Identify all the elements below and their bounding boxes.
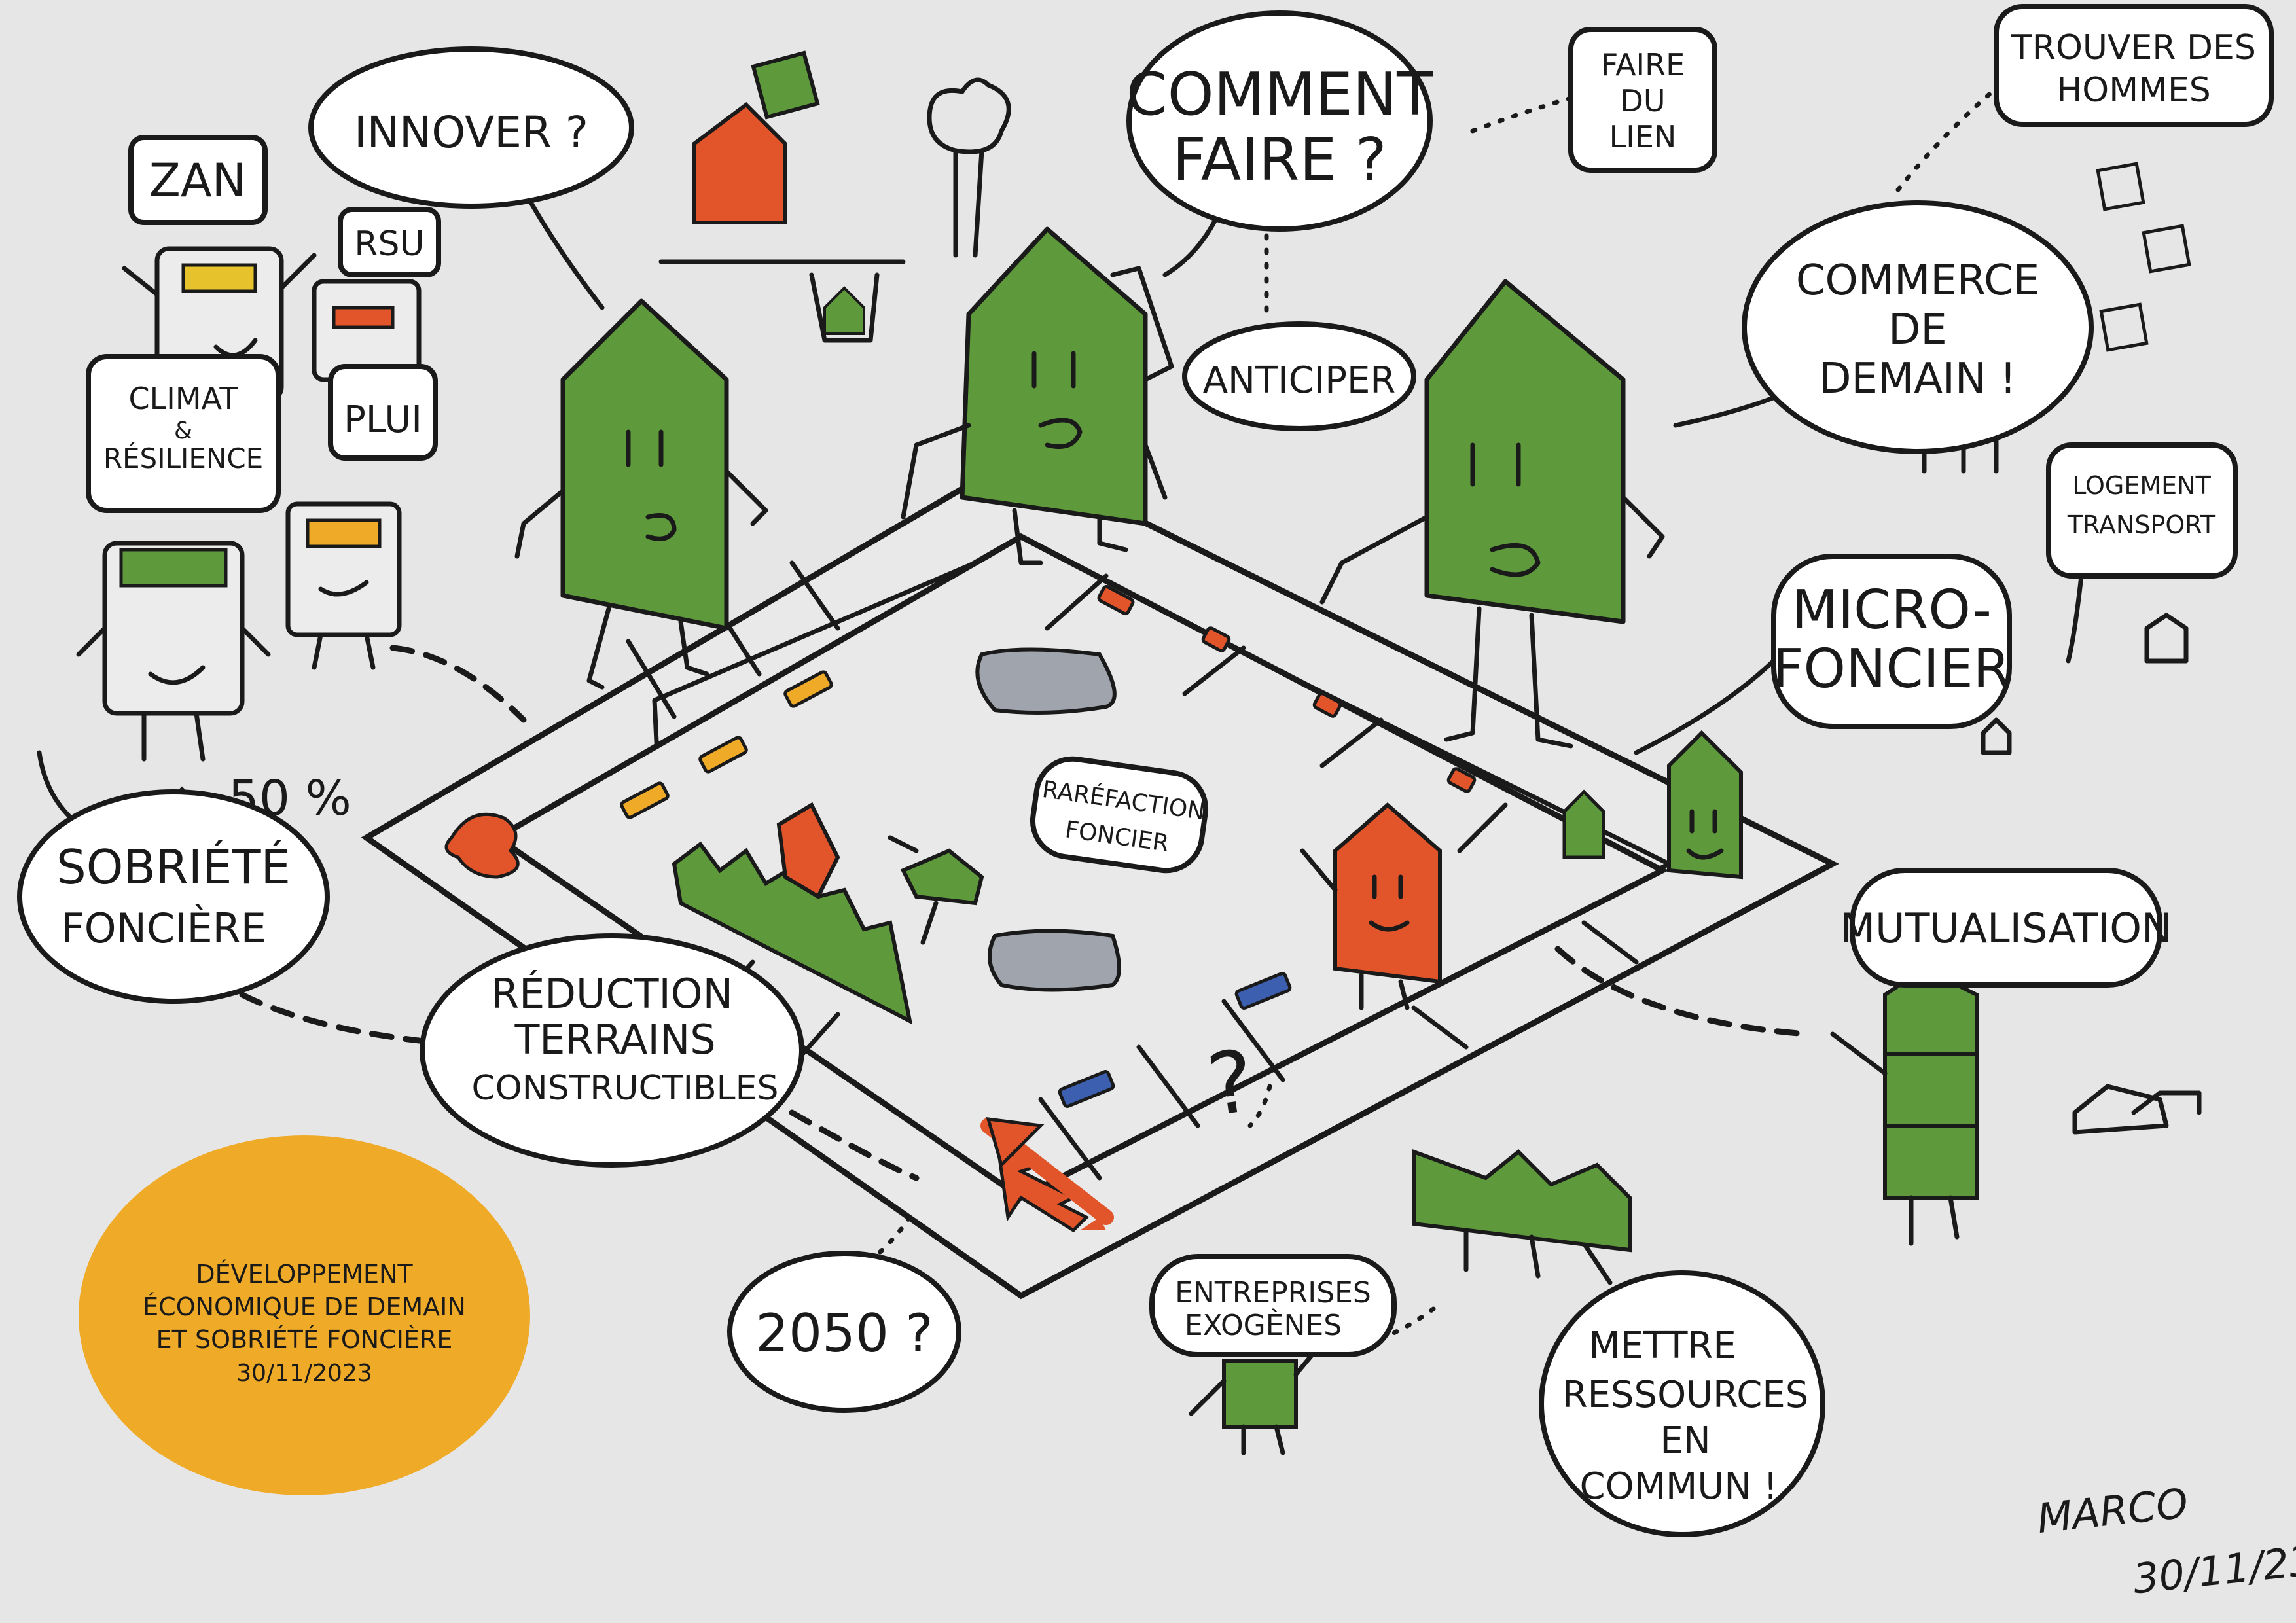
label-zan: ZAN — [149, 154, 246, 207]
sign-zan — [128, 135, 268, 225]
mutualisation-tower — [1830, 966, 2202, 1246]
badge-line-3: ET SOBRIÉTÉ FONCIÈRE — [156, 1325, 453, 1354]
label-innover: INNOVER ? — [354, 107, 588, 158]
green-house-board-small — [1562, 730, 1743, 880]
green-house-rarefaction — [888, 835, 984, 945]
plui-character — [285, 501, 402, 670]
label-micro-2: FONCIER — [1772, 638, 2010, 700]
label-trouver-1: TROUVER DES — [2011, 28, 2256, 67]
bubble-innover — [308, 46, 634, 209]
bubble-2050 — [727, 1251, 961, 1413]
label-commerce-2: DE — [1888, 306, 1947, 354]
grey-token-top — [975, 647, 1117, 715]
box-faire-du-lien — [1568, 27, 1717, 173]
label-logement-1: LOGEMENT — [2072, 471, 2211, 500]
sign-plui — [328, 364, 438, 461]
green-houses-row — [672, 802, 913, 1025]
title-badge — [79, 1135, 530, 1495]
bubble-reduction-terrains — [420, 933, 804, 1168]
signature-date: 30/11/23 — [2130, 1537, 2296, 1603]
label-logement-2: TRANSPORT — [2067, 510, 2216, 539]
bubble-rarefaction — [1030, 756, 1209, 874]
bubble-comment-faire — [1126, 10, 1433, 232]
label-climat-3: RÉSILIENCE — [103, 442, 263, 474]
bubble-commerce-de-demain — [1742, 200, 2094, 454]
bubble-micro-foncier — [1771, 554, 2012, 729]
label-2050: 2050 ? — [755, 1303, 933, 1364]
bubble-mettre-ressources — [1539, 1270, 1825, 1537]
bubble-anticiper — [1182, 321, 1416, 431]
label-mettre-3: EN — [1660, 1419, 1710, 1462]
sign-climat-resilience — [86, 354, 281, 513]
red-house-board — [1300, 802, 1442, 1010]
label-faire-du-lien-2: DU — [1620, 83, 1665, 118]
label-mettre-2: RESSOURCES — [1562, 1374, 1809, 1416]
label-comment-faire-1: COMMENT — [1126, 60, 1433, 129]
crown-block — [1412, 1149, 1632, 1279]
badge-line-4: 30/11/2023 — [236, 1360, 372, 1387]
label-commerce-1: COMMERCE — [1796, 257, 2039, 305]
label-faire-du-lien-3: LIEN — [1609, 119, 1677, 154]
green-house-center — [901, 226, 1174, 565]
property-strips — [620, 584, 1477, 1108]
badge-line-1: DÉVELOPPEMENT — [196, 1260, 413, 1289]
red-pawn-icon — [444, 812, 520, 879]
label-climat-2: & — [174, 418, 192, 444]
label-mutualisation: MUTUALISATION — [1840, 904, 2172, 952]
label-reduction-1: RÉDUCTION — [491, 970, 733, 1018]
entreprises-cube — [1189, 1332, 1331, 1455]
label-commerce-3: DEMAIN ! — [1819, 355, 2016, 403]
top-vignette — [658, 50, 1011, 343]
board-dividers — [626, 560, 1639, 1181]
box-logement-transport — [2046, 442, 2238, 579]
red-arrow-icon — [980, 1117, 1114, 1233]
label-trouver-2: HOMMES — [2056, 71, 2211, 110]
label-faire-du-lien-1: FAIRE — [1601, 47, 1685, 82]
sign-rsu — [338, 207, 441, 277]
label-climat-1: CLIMAT — [129, 381, 239, 416]
label-comment-faire-2: FAIRE ? — [1172, 126, 1386, 194]
label-micro-1: MICRO- — [1791, 579, 1992, 641]
bubble-entreprises-exogenes — [1149, 1254, 1397, 1357]
label-entreprises-1: ENTREPRISES — [1175, 1276, 1371, 1310]
label-sobriete-2: FONCIÈRE — [61, 904, 266, 952]
label-reduction-2: TERRAINS — [514, 1016, 715, 1063]
grey-token-bottom — [988, 929, 1121, 992]
badge-line-2: ÉCONOMIQUE DE DEMAIN — [143, 1293, 466, 1321]
bubble-trouver-des-hommes — [1994, 4, 2274, 127]
label-reduction-3: CONSTRUCTIBLES — [471, 1069, 778, 1108]
bubble-sobriete-fonciere — [17, 789, 330, 1004]
label-sobriete-1: SOBRIÉTÉ — [56, 840, 291, 895]
climat-character — [76, 541, 271, 762]
label-anticiper: ANTICIPER — [1203, 359, 1396, 402]
label-mettre-1: METTRE — [1588, 1325, 1736, 1367]
label-mettre-4: COMMUN ! — [1580, 1465, 1778, 1508]
label-rsu: RSU — [354, 224, 424, 264]
bubble-mutualisation — [1850, 868, 2162, 988]
green-house-left — [514, 298, 768, 690]
signature-name: MARCO — [2035, 1479, 2190, 1543]
label-plui: PLUI — [344, 399, 422, 441]
label-entreprises-2: EXOGÈNES — [1185, 1308, 1342, 1342]
green-house-right — [1319, 279, 1665, 749]
